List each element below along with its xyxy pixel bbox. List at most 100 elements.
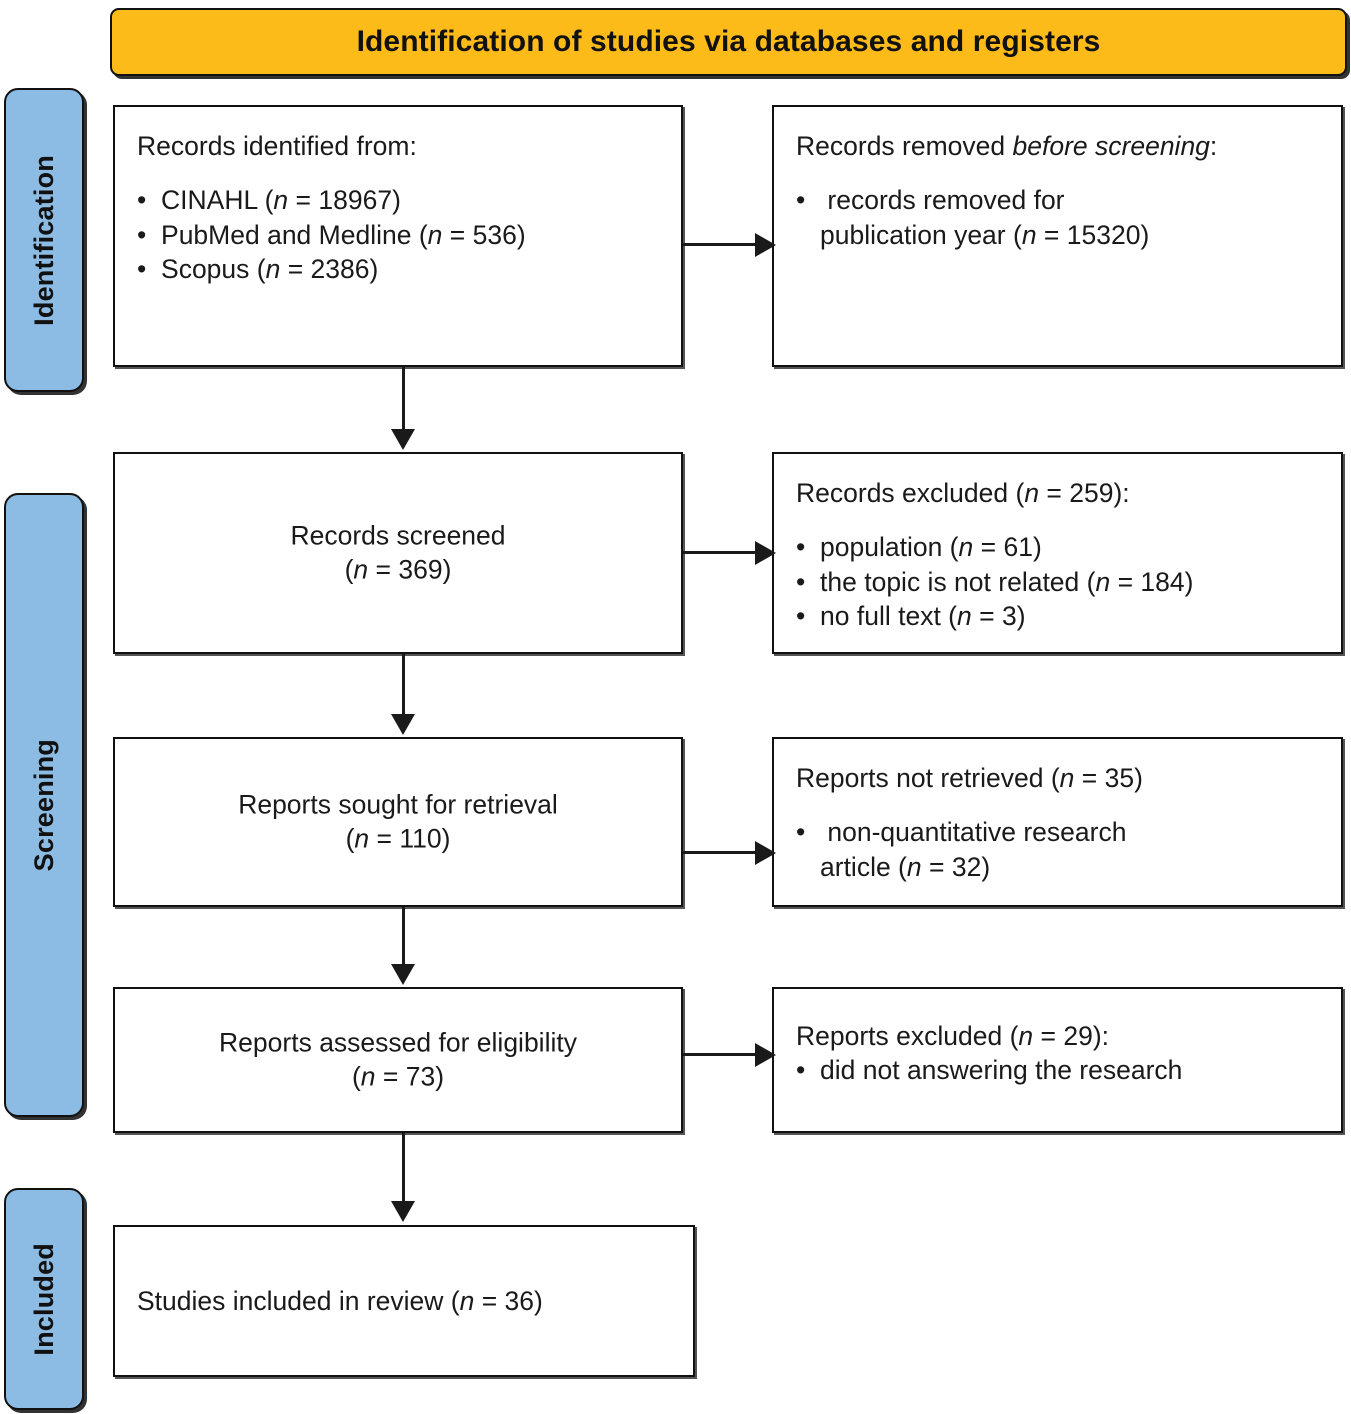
- heading-italic: before screening: [1012, 131, 1210, 161]
- list-item: CINAHL (n = 18967): [137, 183, 659, 217]
- connector-assessed-to-included: [402, 1133, 405, 1203]
- reports-not-retrieved-reason-list: non-quantitative research article (n = 3…: [796, 815, 1319, 884]
- n-italic: n: [1018, 1021, 1034, 1051]
- n-italic: n: [906, 851, 922, 882]
- source-label: PubMed and Medline (: [161, 219, 428, 250]
- paren-open: (: [351, 1062, 361, 1092]
- n-italic: n: [265, 254, 281, 285]
- records-removed-heading: Records removed before screening:: [796, 129, 1319, 163]
- heading-post: = 259):: [1039, 478, 1130, 508]
- connector-assessed-to-reports-excluded: [683, 1053, 757, 1056]
- records-removed-reason-list: records removed for publication year (n …: [796, 183, 1319, 252]
- connector-screened-to-sought: [402, 654, 405, 716]
- heading-post: = 35): [1074, 763, 1143, 793]
- reason-label: no full text (: [820, 601, 957, 632]
- heading-post: :: [1209, 131, 1218, 161]
- records-excluded-reason-list: population (n = 61) the topic is not rel…: [796, 530, 1319, 633]
- label-pre: Studies included in review (: [137, 1285, 460, 1316]
- stage-label-screening-text: Screening: [28, 738, 59, 872]
- records-excluded-heading: Records excluded (n = 259):: [796, 476, 1319, 510]
- reports-not-retrieved-heading: Reports not retrieved (n = 35): [796, 761, 1319, 795]
- source-count: = 2386): [280, 254, 379, 285]
- count-value: = 110): [369, 824, 451, 854]
- diagram-header-banner: Identification of studies via databases …: [110, 8, 1347, 76]
- box-records-identified: Records identified from: CINAHL (n = 189…: [113, 105, 683, 367]
- source-count: = 18967): [288, 185, 401, 216]
- reason-line-1: non-quantitative research: [827, 817, 1127, 848]
- n-italic: n: [353, 555, 369, 585]
- connector-identified-to-screened: [402, 367, 405, 431]
- n-italic: n: [958, 532, 974, 563]
- studies-included-label: Studies included in review (n = 36): [137, 1284, 671, 1318]
- connector-sought-to-not-retrieved: [683, 851, 757, 854]
- reason-count: = 184): [1110, 566, 1194, 597]
- connector-screened-to-excluded: [683, 551, 757, 554]
- diagram-title: Identification of studies via databases …: [356, 25, 1101, 58]
- reason-line-1: records removed for: [827, 185, 1065, 216]
- reason-line-2-pre: publication year (: [820, 219, 1022, 250]
- records-identified-source-list: CINAHL (n = 18967) PubMed and Medline (n…: [137, 183, 659, 286]
- stage-label-identification: Identification: [4, 88, 84, 392]
- count-value: = 369): [368, 555, 452, 585]
- reports-sought-count: (n = 110): [137, 822, 659, 856]
- source-count: = 536): [442, 219, 526, 250]
- heading-pre: Records removed: [796, 131, 1013, 161]
- list-item: no full text (n = 3): [796, 599, 1319, 633]
- heading-pre: Reports not retrieved (: [796, 763, 1060, 793]
- stage-label-included-text: Included: [28, 1242, 59, 1356]
- box-records-removed-before-screening: Records removed before screening: record…: [772, 105, 1343, 367]
- connector-sought-to-assessed: [402, 907, 405, 966]
- list-item: population (n = 61): [796, 530, 1319, 564]
- list-item: did not answering the research: [796, 1053, 1319, 1087]
- arrow-right-icon: [755, 841, 776, 865]
- list-item: records removed for publication year (n …: [796, 183, 1319, 252]
- list-item: Scopus (n = 2386): [137, 252, 659, 286]
- n-italic: n: [427, 219, 443, 250]
- connector-identified-to-removed: [683, 243, 757, 246]
- count-value: = 36): [474, 1285, 543, 1316]
- stage-label-included: Included: [4, 1188, 84, 1410]
- reason-label: the topic is not related (: [820, 566, 1096, 597]
- n-italic: n: [1059, 763, 1075, 793]
- reason-count: = 15320): [1036, 219, 1150, 250]
- heading-pre: Reports excluded (: [796, 1021, 1019, 1051]
- reason-label: population (: [820, 532, 959, 563]
- n-italic: n: [1024, 478, 1040, 508]
- source-label: Scopus (: [161, 254, 266, 285]
- paren-open: (: [344, 555, 354, 585]
- reason-count: = 3): [971, 601, 1026, 632]
- heading-post: = 29):: [1033, 1021, 1110, 1051]
- arrow-down-icon: [391, 429, 415, 450]
- n-italic: n: [459, 1285, 475, 1316]
- n-italic: n: [354, 824, 370, 854]
- arrow-right-icon: [755, 541, 776, 565]
- box-reports-excluded: Reports excluded (n = 29): did not answe…: [772, 987, 1343, 1133]
- records-screened-label: Records screened: [290, 520, 506, 551]
- arrow-down-icon: [391, 964, 415, 985]
- reason-count: = 61): [973, 532, 1042, 563]
- box-records-excluded: Records excluded (n = 259): population (…: [772, 452, 1343, 654]
- records-identified-heading: Records identified from:: [137, 131, 417, 161]
- n-italic: n: [360, 1062, 376, 1092]
- records-screened-count: (n = 369): [137, 553, 659, 587]
- count-value: = 73): [375, 1062, 445, 1092]
- arrow-down-icon: [391, 714, 415, 735]
- n-italic: n: [957, 601, 972, 632]
- arrow-down-icon: [391, 1201, 415, 1222]
- n-italic: n: [273, 185, 289, 216]
- arrow-right-icon: [755, 233, 776, 257]
- paren-open: (: [345, 824, 355, 854]
- box-reports-assessed-for-eligibility: Reports assessed for eligibility (n = 73…: [113, 987, 683, 1133]
- reports-sought-label: Reports sought for retrieval: [238, 789, 558, 820]
- heading-pre: Records excluded (: [796, 478, 1025, 508]
- box-studies-included-in-review: Studies included in review (n = 36): [113, 1225, 695, 1377]
- stage-label-screening: Screening: [4, 493, 84, 1117]
- box-records-screened: Records screened (n = 369): [113, 452, 683, 654]
- box-reports-sought-for-retrieval: Reports sought for retrieval (n = 110): [113, 737, 683, 907]
- reports-assessed-label: Reports assessed for eligibility: [219, 1027, 577, 1058]
- reason-count: = 32): [921, 851, 991, 882]
- reason-line-2-pre: article (: [820, 851, 907, 882]
- reports-excluded-heading: Reports excluded (n = 29):: [796, 1019, 1319, 1053]
- source-label: CINAHL (: [161, 185, 274, 216]
- stage-label-identification-text: Identification: [28, 154, 59, 326]
